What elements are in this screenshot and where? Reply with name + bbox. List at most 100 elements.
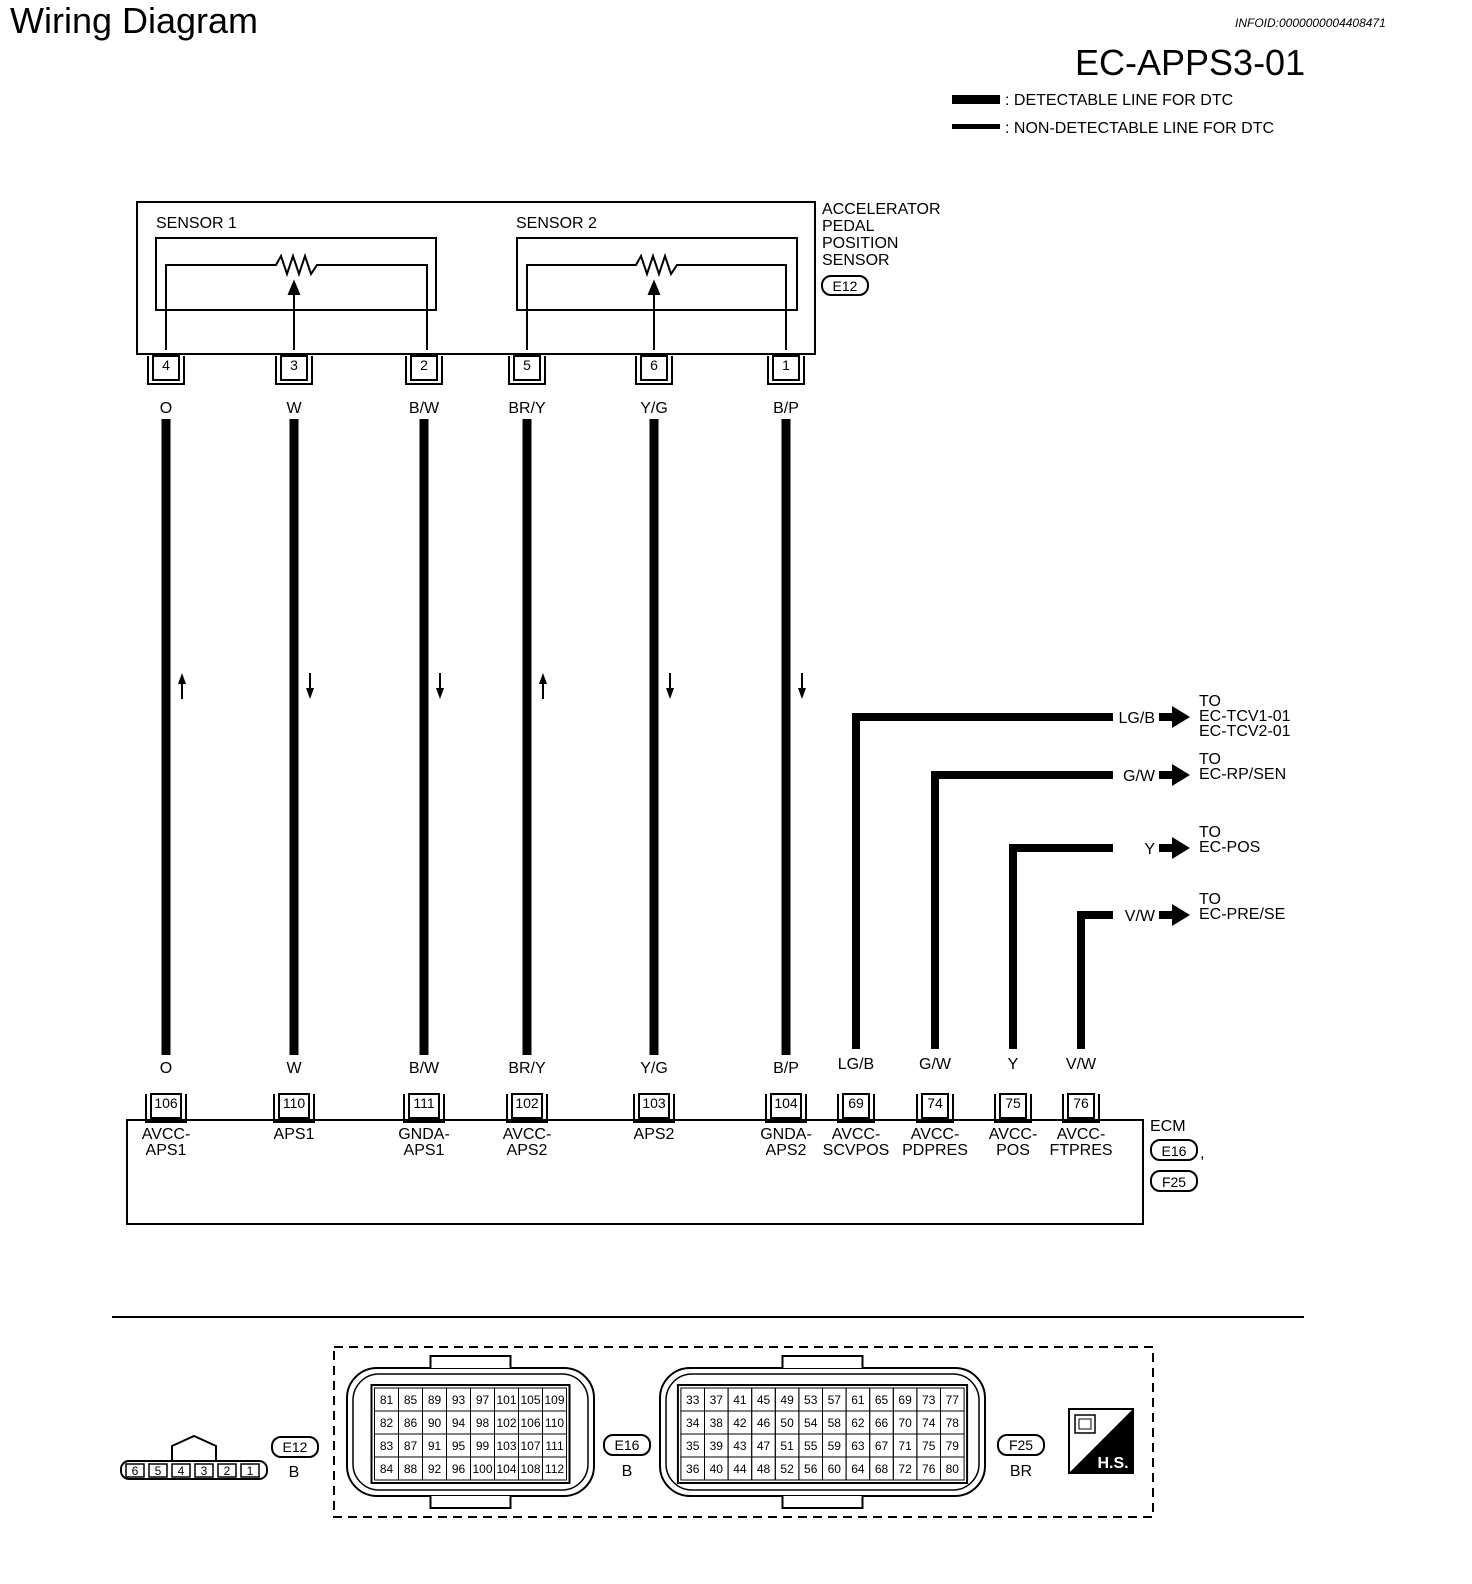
f25-cavity: 71 [898, 1439, 912, 1453]
f25-cavity: 64 [851, 1462, 865, 1476]
ecm-terminal-label: AVCC- [1057, 1126, 1106, 1143]
f25-cavity: 56 [804, 1462, 818, 1476]
wire-color-bottom: Y/G [640, 1060, 668, 1077]
ecm-connector-comma: , [1200, 1145, 1204, 1162]
f25-cavity: 78 [946, 1416, 960, 1430]
ecm-terminal-label: POS [996, 1142, 1030, 1159]
ecm-pin-110: 110 [273, 1093, 315, 1123]
ecm-pin-111: 111 [403, 1093, 445, 1123]
sensor1-potentiometer [165, 252, 428, 350]
ecm-terminal-label: AVCC- [503, 1126, 552, 1143]
e12-cavity: 6 [132, 1464, 139, 1478]
ecm-pin-69: 69 [837, 1093, 875, 1123]
e12-cavity: 5 [155, 1464, 162, 1478]
ecm-pin-104-number: 104 [774, 1095, 798, 1111]
arrow-down-icon [306, 673, 314, 699]
e16-cavity: 99 [476, 1439, 490, 1453]
branch-destination-label: EC-TCV1-01 [1199, 708, 1291, 725]
branch-destination-label: EC-POS [1199, 839, 1260, 856]
e16-cavity: 111 [545, 1439, 564, 1453]
sensor-pin-3: 3 [275, 355, 313, 385]
ecm-terminal-label: APS1 [274, 1126, 315, 1143]
sensor-name-line3: POSITION [822, 235, 898, 252]
f25-cavity: 59 [828, 1439, 842, 1453]
f25-cavity: 41 [733, 1393, 747, 1407]
e16-cavity: 98 [476, 1416, 490, 1430]
f25-cavity: 48 [757, 1462, 771, 1476]
branch-destination-label: EC-PRE/SE [1199, 906, 1285, 923]
info-id: INFOID:0000000004408471 [1235, 16, 1386, 30]
ecm-pin-102-number: 102 [515, 1095, 539, 1111]
ecm-name: ECM [1150, 1118, 1186, 1135]
wire-color-bottom: W [286, 1060, 302, 1077]
arrow-right-icon [1159, 706, 1190, 728]
wire-color-top: BR/Y [508, 400, 546, 417]
sensor-pin-5-number: 5 [523, 357, 531, 373]
ecm-terminal-label: GNDA- [398, 1126, 450, 1143]
e16-cavity: 82 [380, 1416, 394, 1430]
f25-cavity: 40 [710, 1462, 724, 1476]
branch-color-bottom: Y [1008, 1056, 1019, 1073]
e16-cavity: 107 [520, 1439, 540, 1453]
wire-color-top: B/P [773, 400, 799, 417]
arrow-right-icon [1159, 764, 1190, 786]
ecm-pin-104: 104 [765, 1093, 807, 1123]
f25-cavity: 38 [710, 1416, 724, 1430]
branch-color-bottom: LG/B [838, 1056, 874, 1073]
e16-cavity: 95 [452, 1439, 466, 1453]
f25-cavity: 68 [875, 1462, 889, 1476]
branch-color-bottom: G/W [919, 1056, 952, 1073]
diagram-code: EC-APPS3-01 [1075, 42, 1306, 83]
ecm-pin-111-number: 111 [413, 1095, 434, 1111]
ecm-connector-badge-2 [1150, 1170, 1198, 1192]
e16-id: E16 [615, 1437, 640, 1453]
f25-cavity: 75 [922, 1439, 936, 1453]
arrow-right-icon [1159, 904, 1190, 926]
wire-color-top: W [286, 400, 302, 417]
sensor-pin-3-number: 3 [290, 357, 298, 373]
e16-cavity: 81 [380, 1393, 394, 1407]
f25-cavity: 55 [804, 1439, 818, 1453]
ecm-pin-75-number: 75 [1005, 1095, 1021, 1111]
f25-cavity: 43 [733, 1439, 747, 1453]
f25-cavity: 46 [757, 1416, 771, 1430]
f25-cavity: 70 [898, 1416, 912, 1430]
legend-non-detectable-swatch [952, 124, 1000, 129]
f25-cavity: 49 [780, 1393, 794, 1407]
e16-cavity: 112 [545, 1462, 564, 1476]
f25-cavity: 53 [804, 1393, 818, 1407]
sensor-pin-6: 6 [635, 355, 673, 385]
arrow-down-icon [666, 673, 674, 699]
f25-cavity: 52 [780, 1462, 794, 1476]
e16-cavity: 103 [496, 1439, 516, 1453]
e12-cavity: 1 [247, 1464, 254, 1478]
sensor-pin-1-number: 1 [782, 357, 790, 373]
f25-cavity: 73 [922, 1393, 936, 1407]
ecm-terminal-label: APS2 [507, 1142, 548, 1159]
f25-cavity: 62 [851, 1416, 865, 1430]
f25-cavity: 67 [875, 1439, 889, 1453]
e12-cavity: 3 [201, 1464, 208, 1478]
f25-cavity: 54 [804, 1416, 818, 1430]
branch-color-label: G/W [1123, 768, 1156, 785]
branch-wire-line [1077, 911, 1113, 1049]
hs-label: H.S. [1097, 1455, 1128, 1472]
sensor-pin-1: 1 [767, 355, 805, 385]
branch-wire-line [931, 771, 1113, 1049]
sensor2-potentiometer [526, 252, 787, 350]
ecm-pin-74-number: 74 [927, 1095, 943, 1111]
f25-cavity: 65 [875, 1393, 889, 1407]
branch-destination-label: TO [1199, 693, 1221, 710]
e16-cavity: 94 [452, 1416, 466, 1430]
ecm-terminal-label: SCVPOS [823, 1142, 890, 1159]
legend: : DETECTABLE LINE FOR DTC : NON-DETECTAB… [952, 92, 1274, 137]
wire-color-bottom: BR/Y [508, 1060, 546, 1077]
e16-cavity: 108 [520, 1462, 540, 1476]
e16-cavity: 100 [472, 1462, 492, 1476]
sensor-name-line4: SENSOR [822, 252, 890, 269]
sensor1-label: SENSOR 1 [156, 215, 237, 232]
sensor-name-line1: ACCELERATOR [822, 201, 941, 218]
sensor-pin-4: 4 [147, 355, 185, 385]
